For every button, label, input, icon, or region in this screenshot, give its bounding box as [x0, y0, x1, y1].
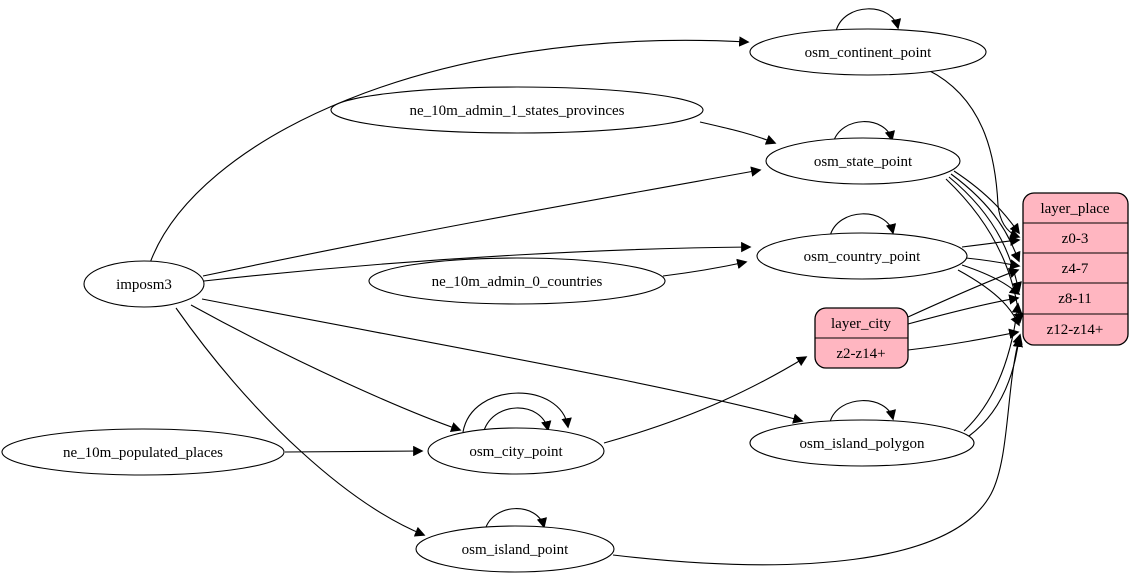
osm-state-point-ellipse — [765, 137, 961, 185]
edge-osm-state-point-to-z8-11 — [948, 176, 1022, 293]
edge-osm-island-polygon-to-z8-11 — [963, 302, 1023, 432]
layer-place-row-z8-11: z8-11 — [1058, 291, 1092, 307]
ne-states-ellipse — [330, 86, 704, 134]
edge-ne-places-to-osm-city-point — [284, 445, 424, 457]
node-ne-10m-admin-1-states-provinces: ne_10m_admin_1_states_provinces — [330, 86, 704, 134]
edge-layer-city-to-z8-11 — [907, 294, 1020, 325]
edge-ne-countries-to-osm-country-point — [662, 258, 748, 277]
node-osm-island-polygon: osm_island_polygon — [749, 419, 975, 467]
layer-place-title: layer_place — [1040, 201, 1109, 217]
edge-osm-state-point-to-z0-3 — [953, 170, 1020, 235]
selfloop-osm-island-point — [484, 508, 547, 531]
osm-island-point-label: osm_island_point — [462, 542, 570, 558]
osm-city-point-label: osm_city_point — [469, 444, 563, 460]
osm-continent-point-ellipse — [749, 28, 987, 76]
edge-osm-island-polygon-to-z12-z14 — [968, 336, 1024, 437]
edge-osm-state-point-to-z4-7 — [950, 173, 1021, 263]
osm-continent-point-label: osm_continent_point — [805, 45, 932, 61]
osm-country-point-ellipse — [756, 232, 968, 280]
node-ne-10m-admin-0-countries: ne_10m_admin_0_countries — [368, 257, 666, 305]
node-osm-country-point: osm_country_point — [756, 232, 968, 280]
node-imposm3: imposm3 — [83, 260, 205, 308]
edge-osm-island-point-to-z12-z14 — [612, 333, 1023, 566]
selfloop-outer-osm-city-point — [462, 392, 572, 433]
edge-imposm3-to-osm-country-point — [203, 241, 752, 282]
record-layer-city: layer_city z2-z14+ — [814, 307, 909, 369]
node-ne-10m-populated-places: ne_10m_populated_places — [1, 428, 285, 476]
edge-osm-continent-point-to-z0-3 — [927, 69, 1021, 239]
ne-places-label: ne_10m_populated_places — [63, 445, 223, 461]
imposm3-label: imposm3 — [116, 277, 172, 293]
edge-imposm3-to-osm-city-point — [190, 304, 462, 433]
edge-ne-states-to-osm-state-point — [699, 121, 777, 145]
ne-countries-label: ne_10m_admin_0_countries — [432, 274, 603, 290]
selfloop-osm-state-point — [832, 121, 895, 144]
osm-island-polygon-label: osm_island_polygon — [799, 436, 925, 452]
osm-state-point-label: osm_state_point — [814, 154, 913, 170]
osm-island-polygon-ellipse — [749, 419, 975, 467]
edge-imposm3-to-osm-state-point — [202, 166, 762, 277]
edge-layer-city-to-z4-7 — [907, 268, 1020, 318]
selfloop-osm-island-polygon — [829, 400, 896, 423]
edge-osm-country-point-to-z8-11 — [961, 264, 1021, 295]
layer-place-row-z4-7: z4-7 — [1062, 261, 1089, 277]
node-osm-continent-point: osm_continent_point — [749, 28, 987, 76]
imposm3-ellipse — [83, 260, 205, 308]
edges-group — [149, 8, 1024, 566]
edge-osm-country-point-to-z0-3 — [961, 235, 1021, 248]
edge-imposm3-to-osm-island-point — [175, 307, 426, 537]
edge-imposm3-to-osm-continent-point — [149, 36, 750, 264]
layer-place-row-z12-z14: z12-z14+ — [1047, 322, 1104, 338]
ne-countries-ellipse — [368, 257, 666, 305]
selfloop-osm-country-point — [829, 213, 897, 237]
selfloop-osm-continent-point — [835, 8, 902, 32]
layer-city-title: layer_city — [831, 316, 891, 332]
node-osm-state-point: osm_state_point — [765, 137, 961, 185]
layer-place-row-z0-3: z0-3 — [1062, 231, 1089, 247]
osm-city-point-ellipse — [427, 427, 605, 475]
ne-states-label: ne_10m_admin_1_states_provinces — [410, 103, 625, 119]
node-osm-island-point: osm_island_point — [415, 525, 615, 573]
node-osm-city-point: osm_city_point — [427, 427, 605, 475]
edge-imposm3-to-osm-island-polygon — [201, 298, 804, 424]
edge-osm-country-point-to-z4-7 — [965, 257, 1021, 270]
record-layer-place: layer_place z0-3 z4-7 z8-11 z12-z14+ — [1022, 192, 1129, 346]
osm-country-point-label: osm_country_point — [804, 249, 921, 265]
layer-place-box — [1022, 192, 1129, 346]
edge-layer-city-to-z12-z14 — [907, 328, 1020, 351]
selfloop-inner-osm-city-point — [482, 407, 552, 435]
edge-osm-state-point-to-z12-z14 — [945, 178, 1024, 324]
layer-city-row-z2-z14: z2-z14+ — [836, 346, 885, 362]
osm-island-point-ellipse — [415, 525, 615, 573]
ne-places-ellipse — [1, 428, 285, 476]
edge-osm-city-point-to-layer-city — [603, 356, 808, 444]
edge-osm-country-point-to-z12-z14 — [957, 269, 1021, 327]
